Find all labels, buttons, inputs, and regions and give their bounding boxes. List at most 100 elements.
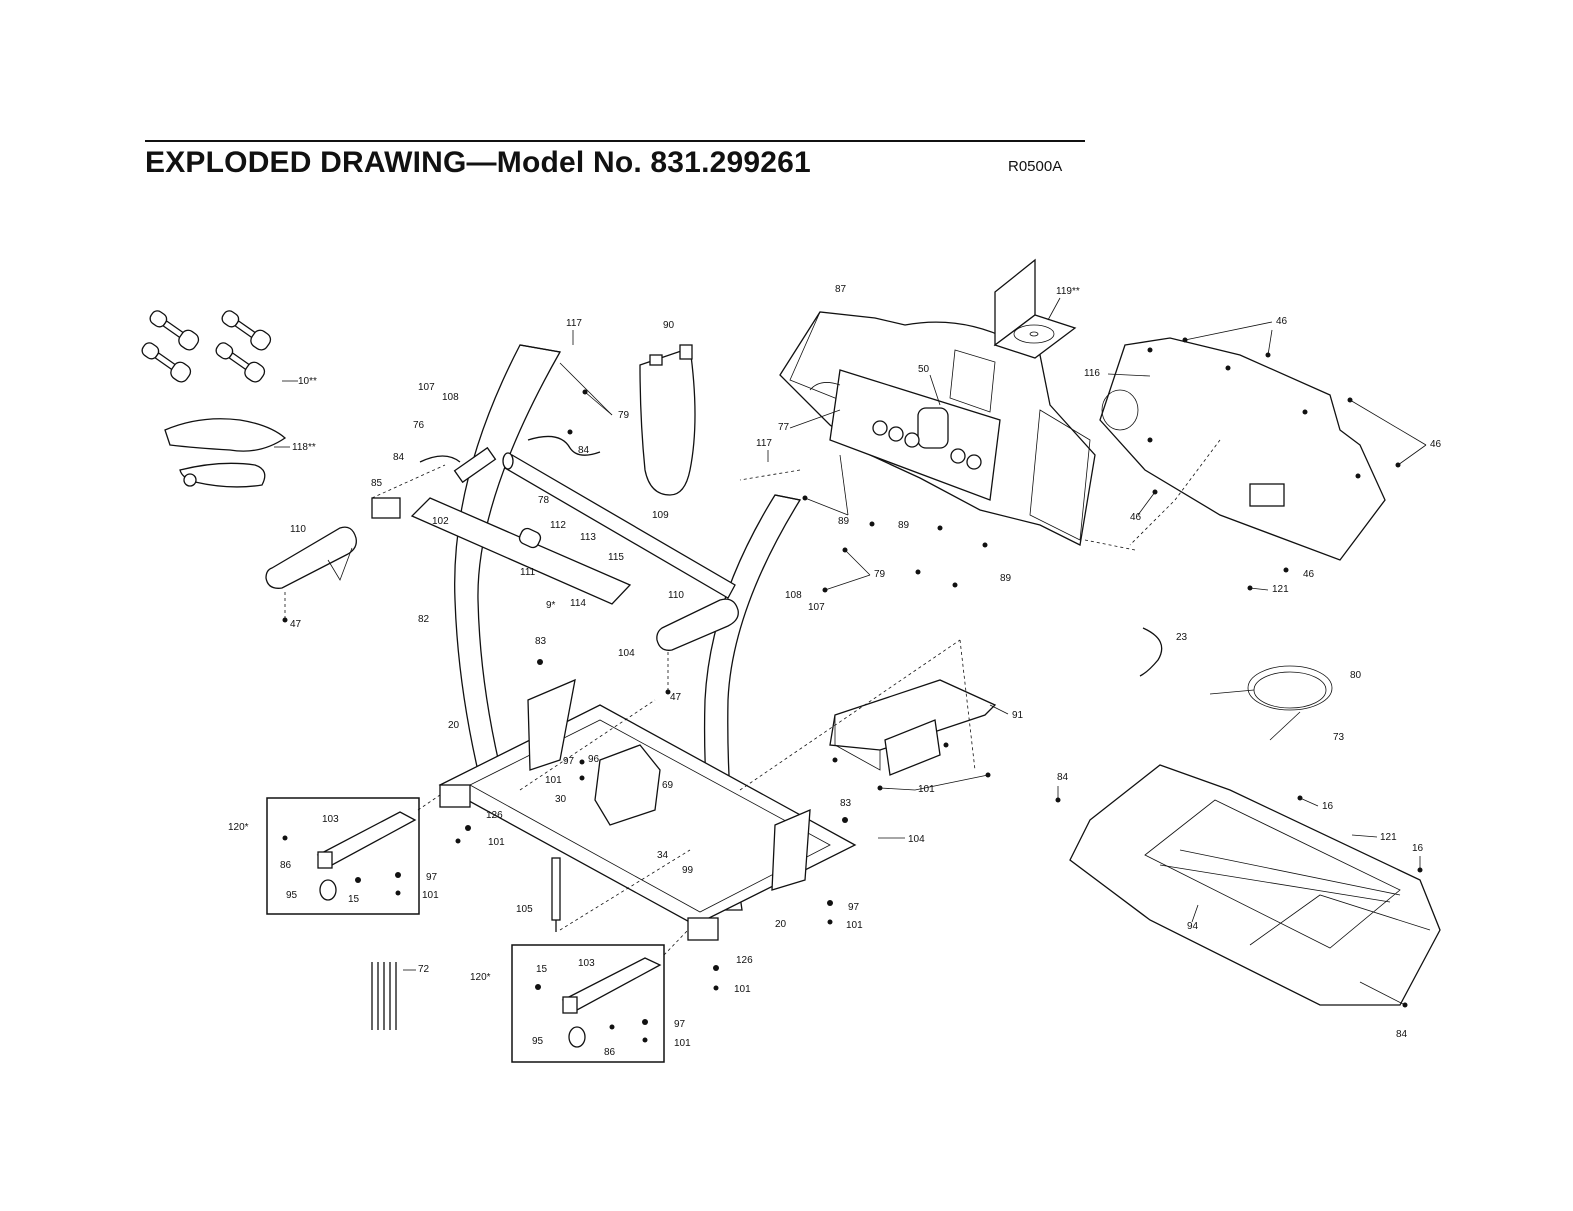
part-label: 15 [348,894,360,905]
part-label: 101 [422,890,439,901]
part-label: 103 [578,958,595,969]
part-label: 47 [670,692,682,703]
left-handgrip [265,526,357,618]
part-label: 78 [538,495,550,506]
part-label: 107 [418,382,435,393]
part-label: 111 [520,567,536,578]
part-label: 84 [578,445,590,456]
part-label: 84 [1396,1029,1408,1040]
part-label: 46 [1430,439,1442,450]
part-label: 120* [470,972,491,983]
part-label: 86 [280,860,292,871]
part-label: 102 [432,516,449,527]
part-label: 82 [418,614,430,625]
wire-23 [1139,627,1163,677]
part-label: 116 [1084,368,1100,379]
motor-hood-and-deck [1069,764,1441,1006]
part-label: 104 [618,648,635,659]
left-mount-bracket [527,678,576,771]
part-label: 120* [228,822,249,833]
part-label: 89 [1000,573,1012,584]
part-label: 83 [535,636,547,647]
part-label: 23 [1176,632,1188,643]
part-label: 126 [486,810,503,821]
part-label: 115 [608,552,624,563]
part-label: 84 [393,452,405,463]
drawing-code: R0500A [1008,158,1063,175]
right-mount-bracket [771,808,811,891]
cd-case [993,258,1077,359]
console-assembly [779,311,1096,546]
part-label: 50 [918,364,930,375]
part-label: 113 [580,532,596,543]
part-label: 90 [663,320,675,331]
part-label: 121 [1272,584,1289,595]
part-label: 80 [1350,670,1362,681]
assembly-dash-lines [417,469,1136,956]
part-label: 79 [874,569,886,580]
part-label: 97 [674,1019,686,1030]
part-label: 20 [448,720,460,731]
part-label: 46 [1130,512,1142,523]
part-label: 121 [1380,832,1397,843]
page-title: EXPLODED DRAWING—Model No. 831.299261 [145,146,811,179]
right-handgrip [656,598,739,690]
part-label: 97 [563,756,575,767]
part-label: 84 [1057,772,1069,783]
center-bracket [594,744,661,826]
part-label: 83 [840,798,852,809]
part-label: 30 [555,794,567,805]
part-label: 97 [426,872,438,883]
part-label: 77 [778,422,790,433]
part-label: 91 [1012,710,1024,721]
part-label: 76 [413,420,425,431]
wire-harness [527,435,601,456]
part-label: 104 [908,834,925,845]
part-label: 99 [682,865,694,876]
part-label: 108 [785,590,802,601]
part-label: 110 [668,590,684,601]
fastener-dots [282,337,1423,1043]
part-label: 94 [1187,921,1199,932]
part-label: 107 [808,602,825,613]
part-label: 101 [488,837,505,848]
part-label: 101 [545,775,562,786]
part-label: 16 [1412,843,1424,854]
cable-ties [371,962,397,1030]
part-label: 109 [652,510,669,521]
part-label: 89 [838,516,850,527]
part-label: 86 [604,1047,616,1058]
part-label: 101 [918,784,935,795]
frame-shroud [829,639,997,776]
part-label-group: 10** 118** 107 108 76 84 85 102 78 112 1… [228,284,1442,1058]
part-label: 73 [1333,732,1345,743]
part-label: 47 [290,619,302,630]
part-label: 79 [618,410,630,421]
upright-cover [639,344,696,496]
part-label: 9* [546,600,556,611]
part-label: 97 [848,902,860,913]
crossbar [502,452,736,599]
leader-lines [403,297,1427,1006]
part-label: 119** [1056,286,1080,297]
caster-detail-left [266,797,420,915]
console-base [1099,337,1386,561]
caster-detail-right [511,944,665,1063]
part-label: 15 [536,964,548,975]
heart-rate-chest-strap [164,418,290,488]
part-label: 108 [442,392,459,403]
part-label: 89 [898,520,910,531]
part-label: 46 [1303,569,1315,580]
part-label: 114 [570,598,586,609]
part-label: 16 [1322,801,1334,812]
part-label: 96 [588,754,600,765]
part-label: 46 [1276,316,1288,327]
wire-lead [419,455,461,463]
part-label: 110 [290,524,306,535]
part-label: 101 [734,984,751,995]
part-label: 10** [298,376,317,387]
part-label: 85 [371,478,383,489]
power-cord [1209,665,1333,741]
mount-plate [410,497,632,605]
